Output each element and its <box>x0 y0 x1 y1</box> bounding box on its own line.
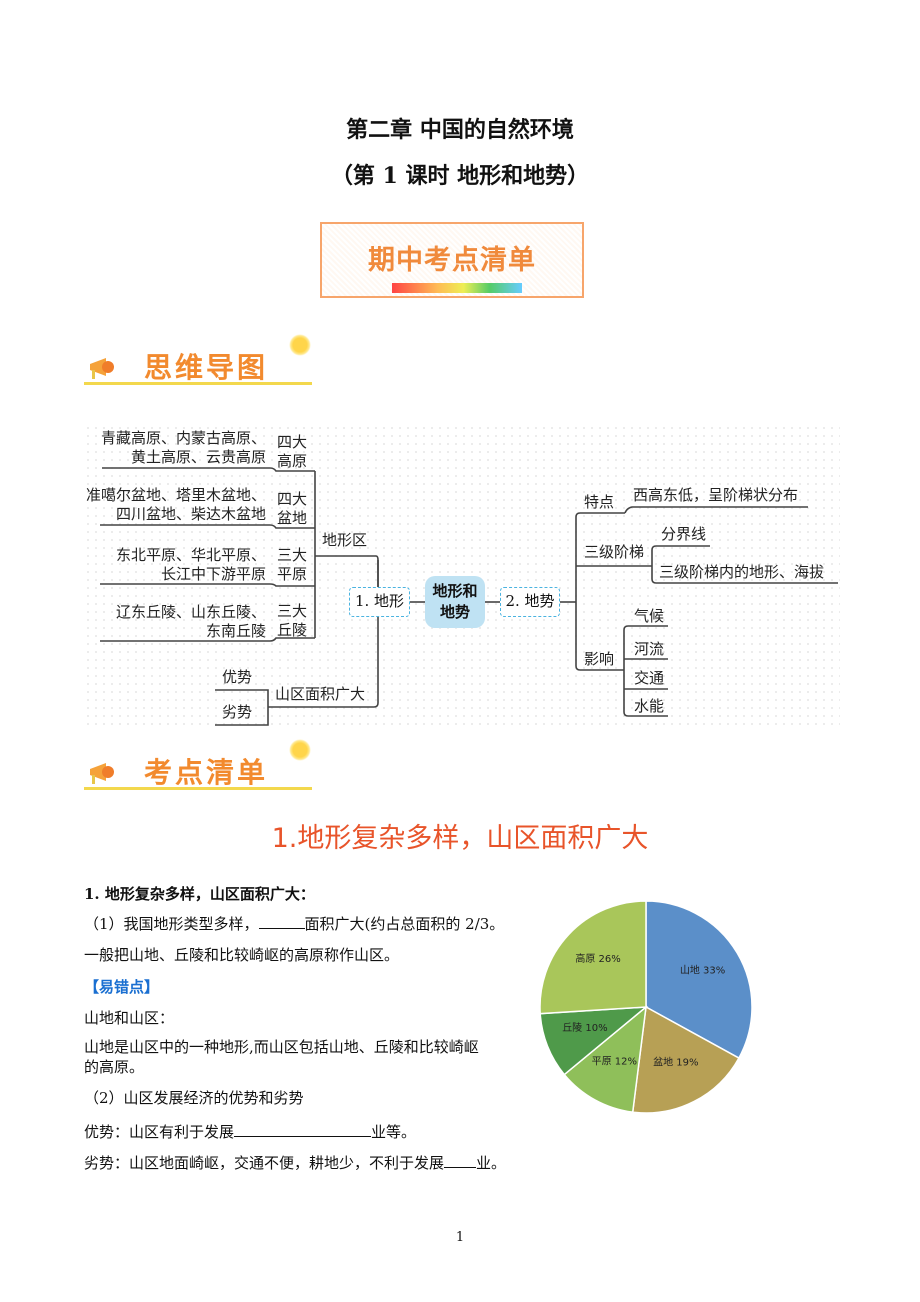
point-title: 1. 地形复杂多样，山区面积广大： <box>84 885 315 903</box>
section-underline <box>84 787 312 790</box>
mindmap-label-hills: 三大丘陵 <box>277 602 308 639</box>
pie-label: 山地 33% <box>680 964 725 977</box>
pie-label: 平原 12% <box>592 1056 637 1068</box>
section-title: 考点清单 <box>144 756 269 789</box>
pie-label: 盆地 19% <box>653 1056 698 1069</box>
mindmap-label-plateaus: 四大高原 <box>277 433 308 470</box>
node-center: 地形和地势 <box>425 576 485 628</box>
steps-item-boundary: 分界线 <box>661 525 707 543</box>
paragraph-8: 劣势：山区地面崎岖，交通不便，耕地少，不利于发展业。 <box>84 1153 507 1172</box>
impact-rivers: 河流 <box>634 640 665 658</box>
cons-label: 劣势 <box>222 703 253 721</box>
fill-blank[interactable] <box>258 914 305 929</box>
section-mindmap-header: 思维导图 <box>84 334 314 390</box>
pros-label: 优势 <box>222 668 253 686</box>
mindmap-group-plateaus: 青藏高原、内蒙古高原、 黄土高原、云贵高原 <box>101 429 266 467</box>
megaphone-icon <box>90 358 114 379</box>
topic-heading: 1.地形复杂多样，山区面积广大 <box>271 823 649 854</box>
paragraph-2: 一般把山地、丘陵和比较崎岖的高原称作山区。 <box>84 946 400 964</box>
section-checklist-header: 考点清单 <box>84 739 314 795</box>
hill-list-line1: 辽东丘陵、山东丘陵、 <box>115 603 266 621</box>
banner: 期中考点清单 <box>320 222 584 298</box>
basin-list-line2: 四川盆地、柴达木盆地 <box>115 505 266 523</box>
mindmap-group-plains: 东北平原、华北平原、 长江中下游平原 <box>116 546 266 584</box>
node-terrain: 2. 地势 <box>500 587 560 617</box>
feature-label: 特点 <box>584 493 615 511</box>
lesson-subtitle: （第 1 课时 地形和地势） <box>330 163 590 189</box>
impact-transport: 交通 <box>634 669 665 687</box>
mindmap-label-basins: 四大盆地 <box>277 490 308 527</box>
mountain-area-label: 山区面积广大 <box>275 685 366 703</box>
steps-label: 三级阶梯 <box>584 543 645 561</box>
mindmap-label-plains: 三大平原 <box>277 546 308 583</box>
pie-slice-高原 <box>539 900 647 1015</box>
plateau-list-line1: 青藏高原、内蒙古高原、 <box>100 429 266 447</box>
paragraph-5: 的高原。 <box>84 1058 145 1076</box>
paragraph-7: 优势：山区有利于发展业等。 <box>84 1122 417 1141</box>
sun-icon <box>289 334 311 356</box>
error-prone-tag: 【易错点】 <box>84 978 160 996</box>
paragraph-1: （1）我国地形类型多样，面积广大(约占总面积的 2/3。 <box>84 914 505 933</box>
banner-text: 期中考点清单 <box>368 245 536 276</box>
pie-slice-盆地 <box>631 1005 740 1114</box>
fill-blank[interactable] <box>234 1122 372 1137</box>
pie-label: 高原 26% <box>575 952 620 965</box>
steps-item-landform: 三级阶梯内的地形、海拔 <box>659 563 825 581</box>
impact-hydropower: 水能 <box>634 697 665 715</box>
pie-slice-山地 <box>645 900 753 1060</box>
sun-icon <box>289 739 311 761</box>
chapter-title: 第二章 中国的自然环境 <box>346 117 574 143</box>
page-number: 1 <box>455 1230 465 1245</box>
landform-proportion-pie: 山地 33% 盆地 19% 平原 12% 丘陵 10% 高原 26% <box>539 900 753 1114</box>
impact-climate: 气候 <box>634 607 665 625</box>
mindmap-group-basins: 准噶尔盆地、塔里木盆地、 四川盆地、柴达木盆地 <box>86 486 266 524</box>
basin-list-line1: 准噶尔盆地、塔里木盆地、 <box>85 486 266 504</box>
mindmap-group-hills: 辽东丘陵、山东丘陵、 东南丘陵 <box>116 603 266 641</box>
plateau-list-line2: 黄土高原、云贵高原 <box>130 448 266 466</box>
plain-list-line2: 长江中下游平原 <box>160 565 266 583</box>
paragraph-3: 山地和山区： <box>84 1009 175 1027</box>
paragraph-6: （2）山区发展经济的优势和劣势 <box>84 1089 304 1107</box>
section-underline <box>84 382 312 385</box>
pie-slice-平原 <box>563 1005 647 1114</box>
plain-list-line1: 东北平原、华北平原、 <box>115 546 266 564</box>
rainbow-bar <box>392 283 522 293</box>
fill-blank[interactable] <box>444 1153 477 1168</box>
mindmap-connectors <box>100 467 838 726</box>
hill-list-line2: 东南丘陵 <box>205 622 266 640</box>
section-title: 思维导图 <box>144 351 269 384</box>
paragraph-4: 山地是山区中的一种地形,而山区包括山地、丘陵和比较崎岖 <box>84 1038 479 1056</box>
pie-label: 丘陵 10% <box>562 1022 607 1034</box>
landform-region-label: 地形区 <box>322 531 368 549</box>
node-landform: 1. 地形 <box>349 587 410 617</box>
megaphone-icon <box>90 763 114 784</box>
feature-value: 西高东低，呈阶梯状分布 <box>633 486 799 504</box>
impact-label: 影响 <box>584 650 615 668</box>
